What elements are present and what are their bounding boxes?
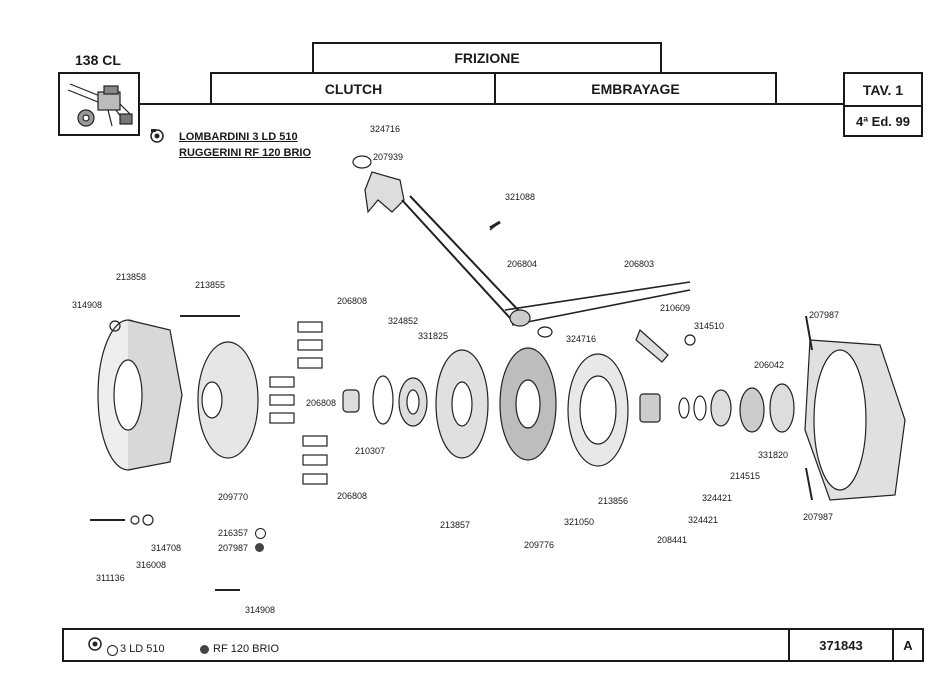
bushing-210307 — [342, 389, 360, 413]
legend-open-label: 3 LD 510 — [120, 643, 165, 655]
engine-line-1: LOMBARDINI 3 LD 510 — [179, 131, 298, 143]
part-label: 314908 — [245, 605, 276, 615]
lever-arm — [504, 281, 691, 326]
filled-circle-icon — [255, 543, 264, 552]
part-label: 209776 — [524, 540, 555, 550]
open-circle-icon — [107, 645, 118, 656]
part-label: 206808 — [306, 398, 337, 408]
part-label: 213855 — [195, 280, 226, 290]
engine-line-2: RUGGERINI RF 120 BRIO — [179, 147, 312, 159]
part-label: 206808 — [337, 491, 368, 501]
part-label: 207987 — [218, 543, 249, 553]
title-fr: EMBRAYAGE — [591, 80, 680, 97]
drawing-code: 371843 — [819, 637, 863, 653]
part-label: 324716 — [370, 124, 401, 134]
fork-shaft — [401, 195, 521, 319]
part-label: 314708 — [151, 543, 182, 553]
circlip-top — [352, 155, 372, 169]
part-label: 213857 — [440, 520, 471, 530]
machine-thumbnail — [58, 72, 140, 136]
part-label: 331825 — [418, 331, 449, 341]
part-label: 207939 — [373, 152, 404, 162]
part-label: 213858 — [116, 272, 147, 282]
model-label: 138 CL — [75, 52, 121, 68]
title-en: CLUTCH — [324, 80, 383, 97]
part-label: 324716 — [566, 334, 597, 344]
part-label: 206808 — [337, 296, 368, 306]
part-label: 206042 — [754, 360, 785, 370]
part-label: 208441 — [657, 535, 688, 545]
part-label: 324852 — [388, 316, 419, 326]
open-circle-icon — [255, 528, 266, 539]
engine-icon — [86, 636, 104, 652]
part-label: 321050 — [564, 517, 595, 527]
part-label: 316008 — [136, 560, 167, 570]
revision-letter: A — [903, 637, 913, 653]
legend-filled-label: RF 120 BRIO — [213, 643, 280, 655]
part-label: 324421 — [702, 493, 733, 503]
part-label: 214515 — [730, 471, 761, 481]
header-rule — [140, 103, 843, 105]
hub-208441 — [639, 393, 661, 423]
edition: 4ª Ed. 99 — [843, 105, 923, 137]
part-label: 206804 — [507, 259, 538, 269]
part-label: 207987 — [803, 512, 834, 522]
title-divider — [494, 74, 496, 103]
part-label: 213856 — [598, 496, 629, 506]
bearing-331820 — [739, 387, 765, 433]
fork — [364, 171, 405, 214]
footer-frame — [62, 628, 924, 662]
pressure-plate — [197, 341, 259, 459]
part-label: 210307 — [355, 446, 386, 456]
part-label: 311136 — [96, 573, 125, 583]
part-label: 216357 — [218, 528, 249, 538]
part-label: 207987 — [809, 310, 840, 320]
footer-divider — [892, 628, 894, 662]
snap-ring — [372, 375, 394, 425]
part-label: 209770 — [218, 492, 249, 502]
springs-bottom — [302, 435, 328, 485]
part-label: 210609 — [660, 303, 691, 313]
footer-divider — [788, 628, 790, 662]
tiller-icon — [67, 83, 133, 127]
part-label: 331820 — [758, 450, 789, 460]
seal-206042 — [769, 383, 795, 433]
engine-icon — [148, 128, 166, 144]
springs-mid — [269, 376, 295, 424]
filled-circle-icon — [200, 645, 209, 654]
part-label: 314510 — [694, 321, 725, 331]
part-label: 324421 — [688, 515, 719, 525]
part-label: 314908 — [72, 300, 103, 310]
springs-top — [297, 321, 323, 369]
circlip-lower — [537, 326, 553, 338]
part-label: 321088 — [505, 192, 536, 202]
part-label: 206803 — [624, 259, 655, 269]
